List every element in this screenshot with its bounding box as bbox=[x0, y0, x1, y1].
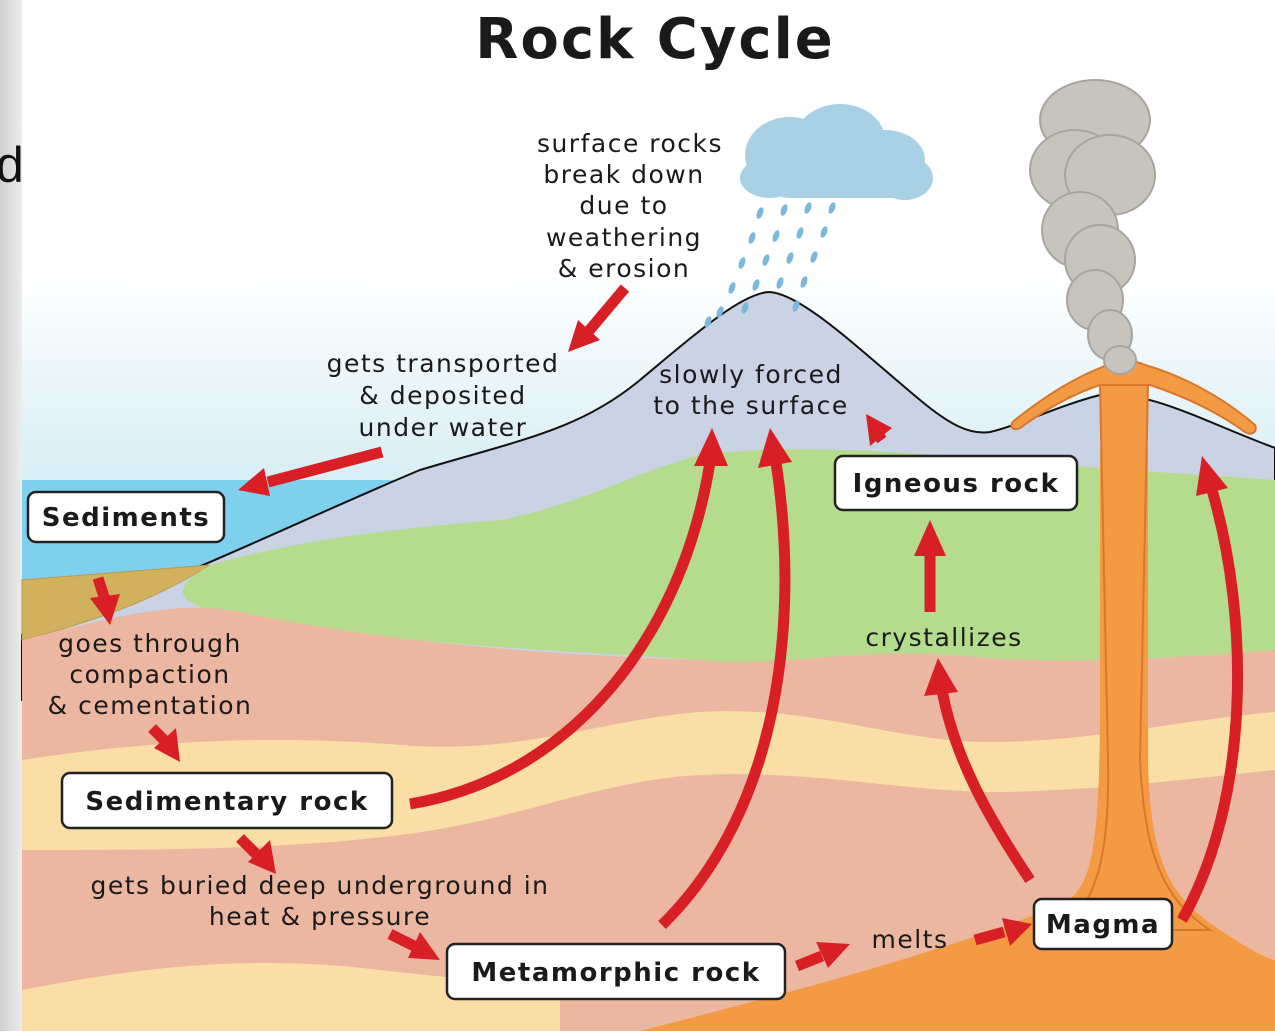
label-compaction: goes through compaction & cementation bbox=[48, 629, 253, 720]
edge-text-fragment: d bbox=[0, 137, 24, 193]
label-crystallizes: crystallizes bbox=[865, 623, 1022, 652]
label-transported-line: & deposited bbox=[359, 381, 526, 410]
box-igneous-rock-label: Igneous rock bbox=[853, 469, 1060, 499]
box-magma: Magma bbox=[1034, 899, 1172, 949]
label-weathering-line: surface rocks bbox=[537, 129, 723, 158]
box-magma-label: Magma bbox=[1046, 910, 1160, 940]
label-transported-line: under water bbox=[359, 413, 528, 442]
label-compaction-line: compaction bbox=[69, 660, 230, 689]
label-weathering-line: & erosion bbox=[558, 254, 690, 283]
label-weathering-line: break down bbox=[543, 160, 704, 189]
label-forced-line: to the surface bbox=[653, 391, 848, 420]
box-sediments: Sediments bbox=[28, 492, 224, 542]
box-sedimentary-rock-label: Sedimentary rock bbox=[85, 787, 368, 817]
arrow-to-magma bbox=[975, 932, 1004, 940]
label-compaction-line: & cementation bbox=[48, 691, 253, 720]
label-melts: melts bbox=[871, 925, 948, 954]
label-buried-line: gets buried deep underground in bbox=[90, 871, 549, 900]
box-metamorphic-rock: Metamorphic rock bbox=[447, 944, 785, 999]
box-igneous-rock: Igneous rock bbox=[835, 456, 1077, 510]
diagram-title: Rock Cycle bbox=[475, 7, 835, 72]
label-compaction-line: goes through bbox=[58, 629, 242, 658]
label-weathering-line: weathering bbox=[546, 223, 702, 252]
label-forced-line: slowly forced bbox=[659, 360, 843, 389]
box-metamorphic-rock-label: Metamorphic rock bbox=[471, 958, 760, 988]
label-transported-line: gets transported bbox=[327, 349, 560, 378]
label-transported: gets transported & deposited under water bbox=[327, 349, 560, 442]
box-sedimentary-rock: Sedimentary rock bbox=[62, 773, 392, 828]
label-buried-line: heat & pressure bbox=[209, 902, 431, 931]
box-sediments-label: Sediments bbox=[42, 503, 211, 533]
label-weathering-line: due to bbox=[579, 191, 668, 220]
